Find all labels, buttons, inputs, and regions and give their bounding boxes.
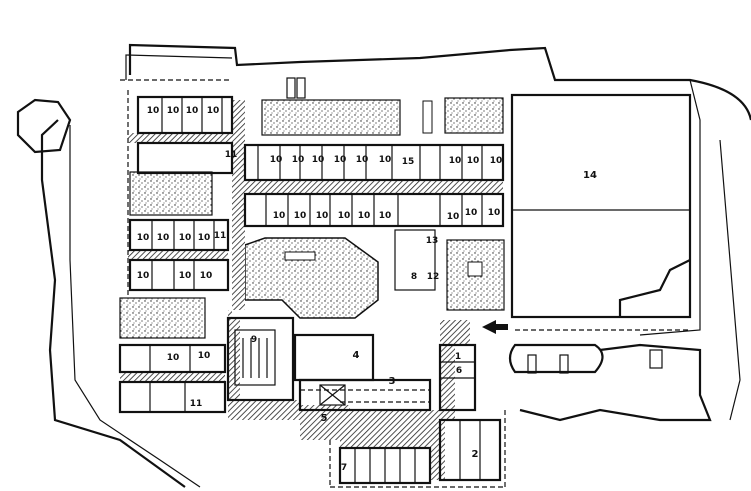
label-10: 10 — [270, 155, 283, 165]
label-4: 4 — [353, 350, 360, 361]
drop-off-loop — [508, 343, 604, 374]
building-14 — [510, 93, 692, 319]
block-main-north — [243, 143, 505, 182]
label-1: 1 — [455, 352, 461, 362]
corridors — [120, 100, 503, 480]
label-10: 10 — [273, 211, 286, 221]
label-10: 10 — [465, 208, 478, 218]
label-13: 13 — [426, 236, 439, 246]
label-10: 10 — [198, 233, 211, 243]
label-11: 11 — [225, 150, 238, 160]
block-left-low — [118, 343, 227, 374]
label-10: 10 — [379, 211, 392, 221]
garden-areas — [119, 97, 505, 339]
label-10: 10 — [137, 271, 150, 281]
label-10: 10 — [467, 156, 480, 166]
label-10: 10 — [316, 211, 329, 221]
label-15: 15 — [402, 157, 415, 167]
central-courtyard — [244, 237, 379, 319]
label-11: 11 — [214, 231, 227, 241]
block-left-mid — [128, 218, 230, 252]
label-9: 9 — [251, 335, 257, 345]
label-10: 10 — [334, 155, 347, 165]
label-3: 3 — [389, 376, 396, 387]
label-10: 10 — [449, 156, 462, 166]
room-blocks — [118, 79, 690, 488]
label-12: 12 — [427, 272, 440, 282]
label-10: 10 — [294, 211, 307, 221]
label-11: 11 — [190, 399, 203, 409]
label-2: 2 — [472, 449, 479, 460]
label-10: 10 — [207, 106, 220, 116]
label-10: 10 — [292, 155, 305, 165]
garden-left-1 — [129, 171, 213, 216]
entrance-arrow-icon — [482, 320, 508, 334]
label-14: 14 — [583, 170, 597, 181]
label-10: 10 — [186, 106, 199, 116]
label-10: 10 — [179, 271, 192, 281]
room-labels: 10 10 10 10 11 10 10 10 10 10 10 15 10 1… — [137, 106, 597, 473]
garden-top-right — [444, 97, 504, 134]
label-6: 6 — [456, 366, 462, 376]
label-10: 10 — [198, 351, 211, 361]
label-10: 10 — [167, 353, 180, 363]
hexagon-pavilion — [16, 98, 72, 154]
label-10: 10 — [490, 156, 503, 166]
label-10: 10 — [157, 233, 170, 243]
pool-block — [226, 316, 295, 402]
garden-left-2 — [119, 297, 206, 339]
label-5: 5 — [321, 413, 328, 424]
label-10: 10 — [358, 211, 371, 221]
label-7: 7 — [341, 463, 347, 473]
label-10: 10 — [379, 155, 392, 165]
label-10: 10 — [167, 106, 180, 116]
label-10: 10 — [137, 233, 150, 243]
label-10: 10 — [338, 211, 351, 221]
label-8: 8 — [411, 272, 417, 282]
label-10: 10 — [447, 212, 460, 222]
label-10: 10 — [356, 155, 369, 165]
label-10: 10 — [488, 208, 501, 218]
garden-top-center — [261, 99, 401, 136]
label-10: 10 — [147, 106, 160, 116]
block-top-left — [136, 95, 234, 135]
hall-4 — [293, 333, 375, 382]
label-10: 10 — [312, 155, 325, 165]
label-10: 10 — [179, 233, 192, 243]
site-boundary — [16, 43, 751, 488]
label-10: 10 — [200, 271, 213, 281]
